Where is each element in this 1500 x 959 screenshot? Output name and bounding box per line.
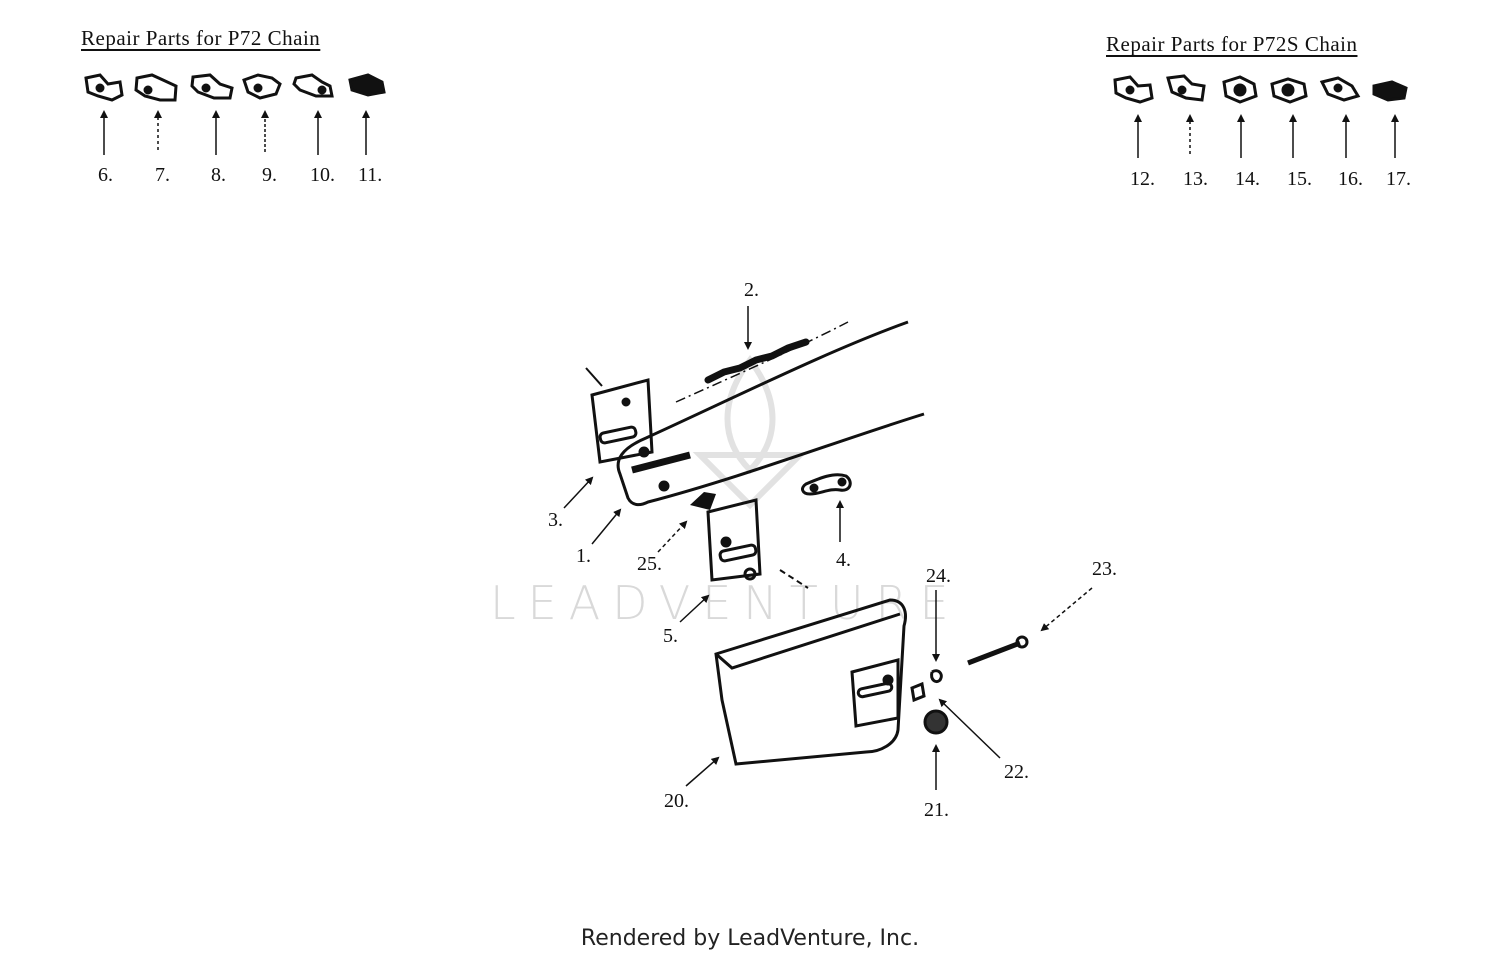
- assembly-arrows: [563, 306, 1093, 790]
- callout-13: 13.: [1183, 168, 1208, 190]
- callout-10: 10.: [310, 164, 335, 186]
- footer-credit: Rendered by LeadVenture, Inc.: [580, 926, 920, 951]
- saw-chain: [675, 321, 849, 403]
- callout-24: 24.: [926, 565, 951, 587]
- leadventure-watermark: LEADVENTURE: [490, 576, 961, 630]
- callout-21: 21.: [924, 799, 949, 821]
- chain-part-arrows: [100, 110, 1399, 158]
- p72s-repair-parts-heading: Repair Parts for P72S Chain: [1106, 32, 1358, 56]
- callout-20: 20.: [664, 790, 689, 812]
- callout-9: 9.: [262, 164, 277, 186]
- chain-part-17: [1372, 80, 1408, 102]
- chain-part-12: [1113, 75, 1154, 104]
- callout-23: 23.: [1092, 558, 1117, 580]
- chain-part-6: [84, 73, 124, 102]
- callout-14: 14.: [1235, 168, 1260, 190]
- p72s-chain-parts: [1113, 74, 1408, 104]
- fasteners: [910, 635, 1029, 735]
- callout-4: 4.: [836, 549, 851, 571]
- p72-repair-parts-heading: Repair Parts for P72 Chain: [81, 26, 321, 50]
- callout-12: 12.: [1130, 168, 1155, 190]
- washer-22: [910, 681, 926, 703]
- callout-6: 6.: [98, 164, 113, 186]
- callout-5: 5.: [663, 625, 678, 647]
- callout-11: 11.: [358, 164, 383, 186]
- loose-chain-link: [801, 473, 852, 496]
- sprocket-cover: [714, 598, 907, 766]
- callout-16: 16.: [1338, 168, 1363, 190]
- guide-bar: [616, 320, 925, 507]
- chain-part-15: [1270, 77, 1308, 104]
- chain-part-7: [134, 73, 178, 102]
- callout-15: 15.: [1287, 168, 1312, 190]
- p72-chain-parts: [84, 73, 386, 102]
- part-25-block: [690, 492, 716, 510]
- callout-8: 8.: [211, 164, 226, 186]
- screw-23: [967, 640, 1021, 666]
- chain-part-16: [1319, 76, 1361, 102]
- callout-25: 25.: [637, 553, 662, 575]
- chain-part-11: [348, 73, 386, 97]
- inner-bar-plate: [585, 367, 654, 464]
- callout-1: 1.: [576, 545, 591, 567]
- chain-part-13: [1166, 74, 1206, 102]
- outer-bar-plate: [706, 498, 809, 589]
- chain-part-14: [1222, 75, 1258, 104]
- callout-22: 22.: [1004, 761, 1029, 783]
- chain-part-8: [190, 73, 234, 100]
- callout-17: 17.: [1386, 168, 1411, 190]
- chain-part-10: [292, 73, 334, 98]
- chain-part-9: [242, 73, 282, 100]
- callout-7: 7.: [155, 164, 170, 186]
- callout-3: 3.: [548, 509, 563, 531]
- nut-21: [923, 709, 949, 735]
- clip-24: [930, 669, 943, 684]
- callout-2: 2.: [744, 279, 759, 301]
